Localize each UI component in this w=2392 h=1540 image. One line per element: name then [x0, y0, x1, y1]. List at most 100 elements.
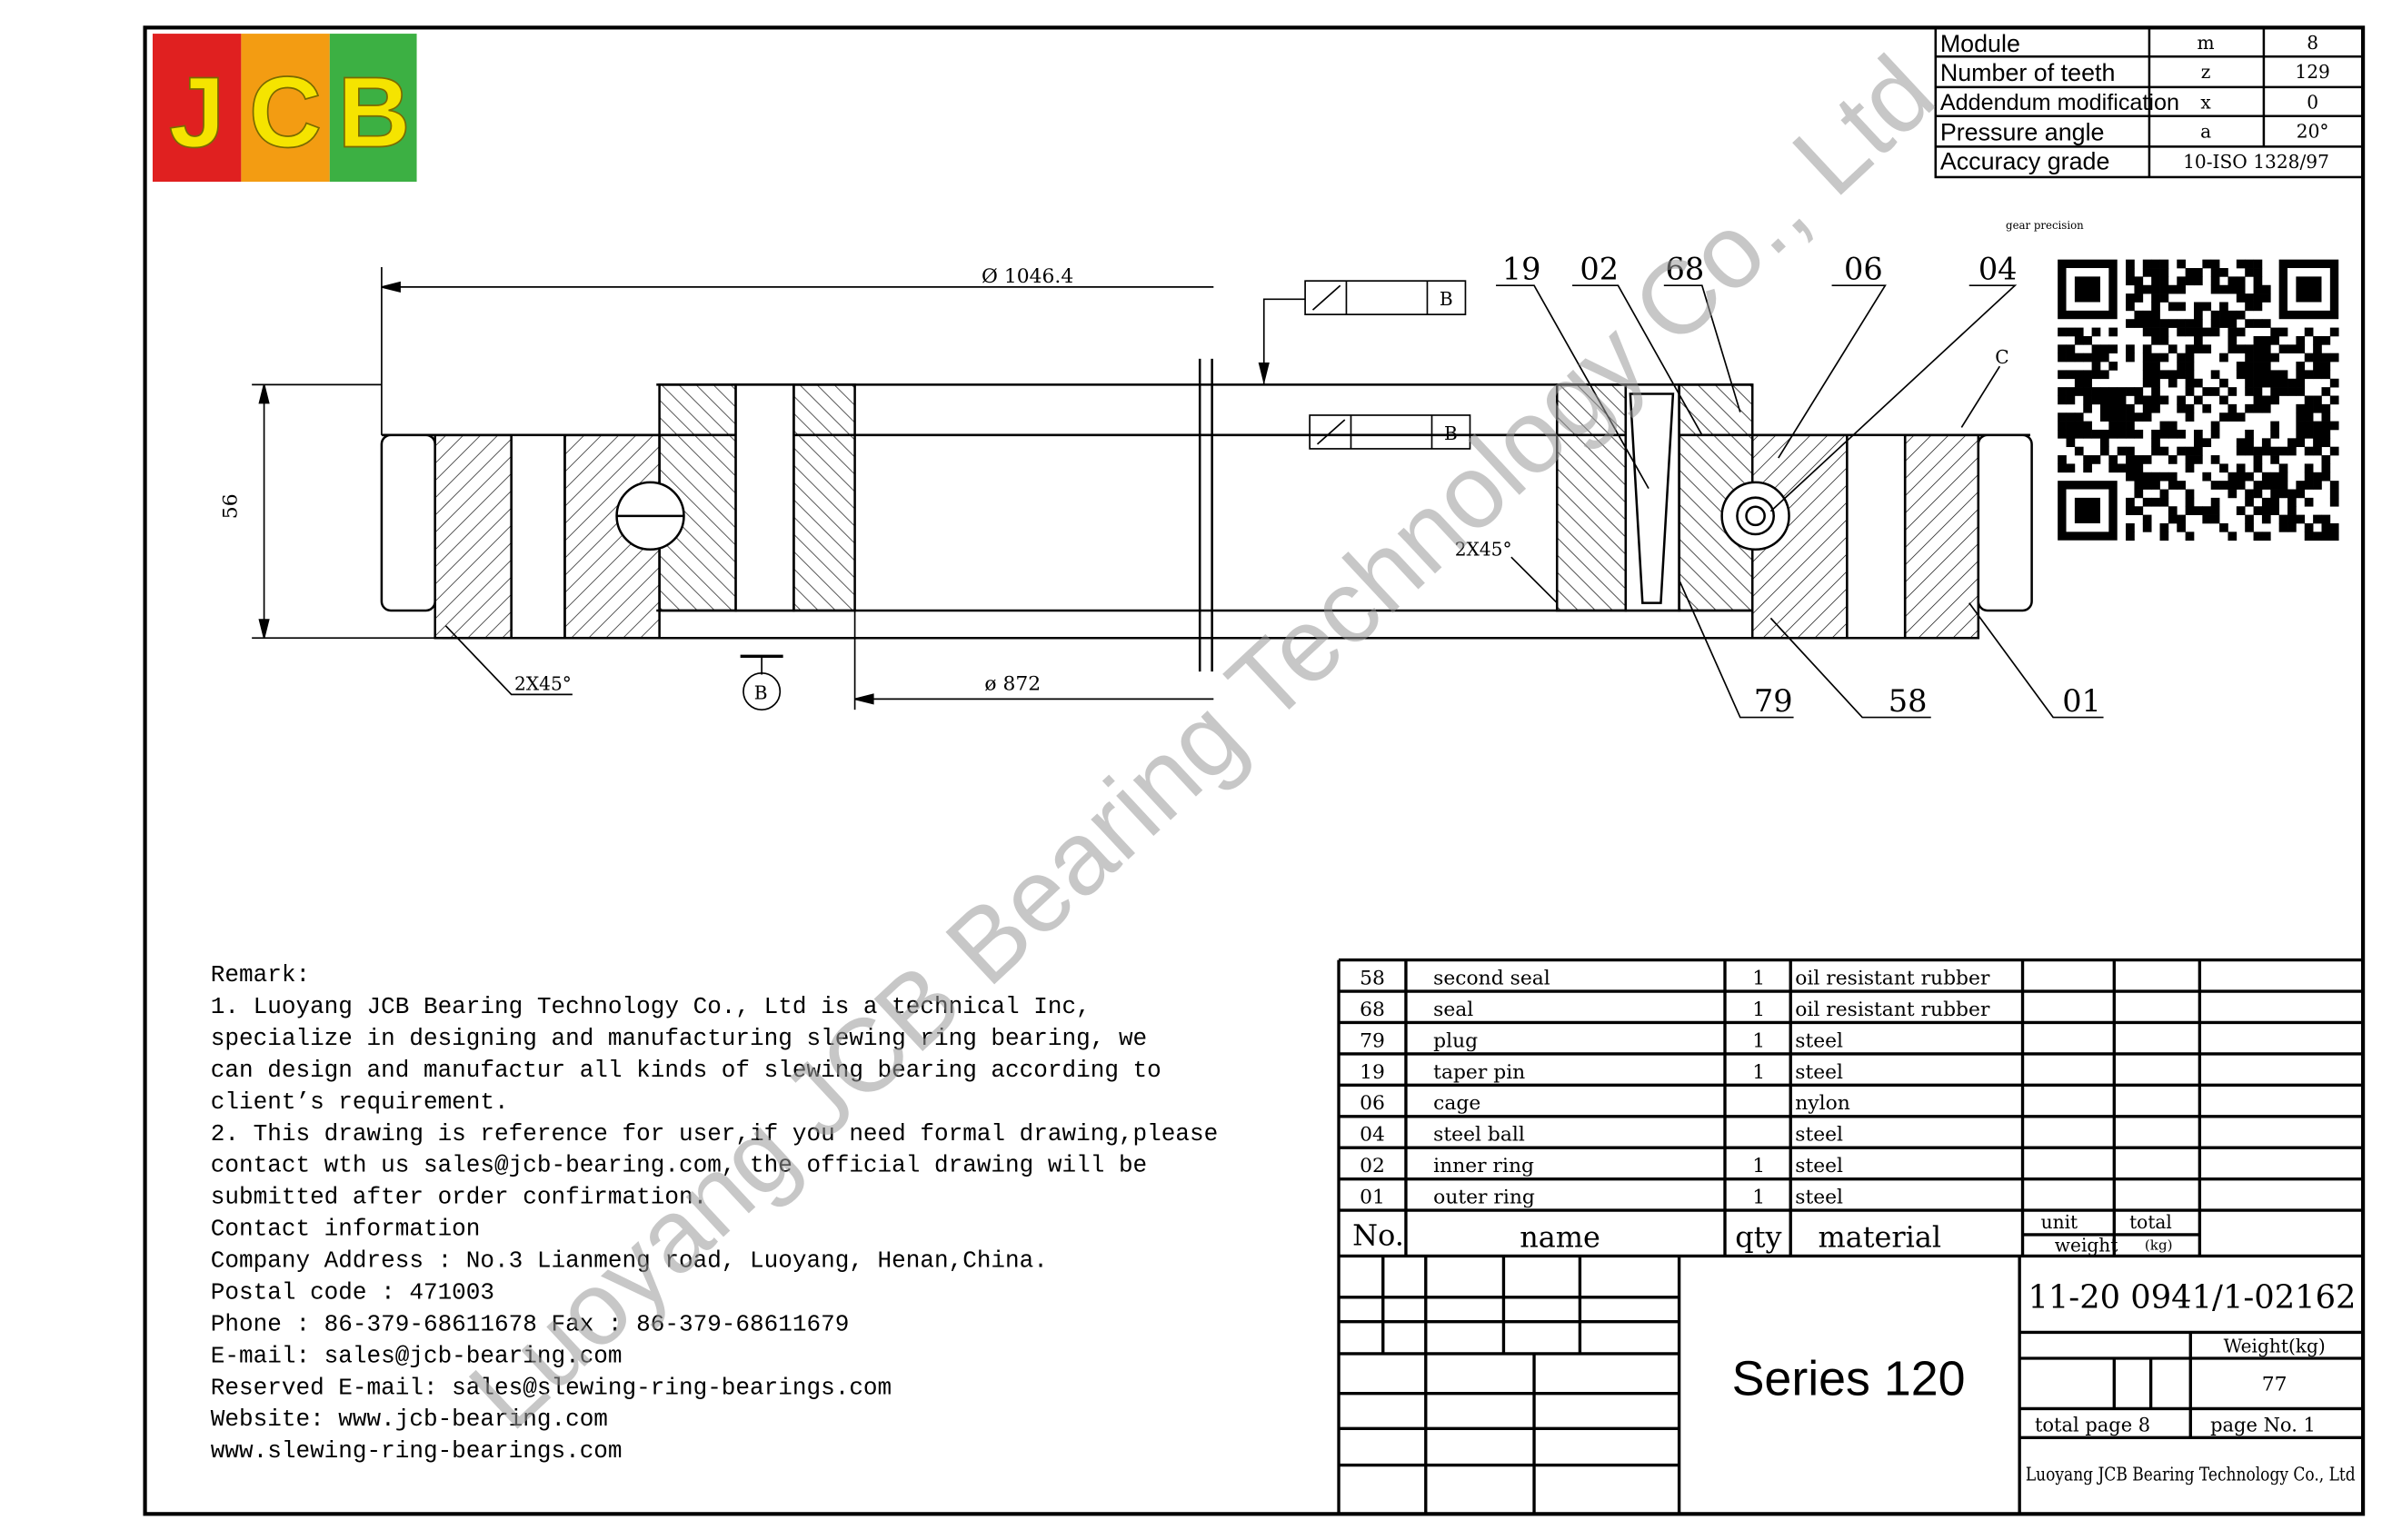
part-name: outer ring [1433, 1187, 1535, 1209]
part-no: 58 [1360, 967, 1385, 989]
part-material: steel [1795, 1187, 1843, 1209]
header-name: name [1520, 1219, 1600, 1254]
company-name: Luoyang JCB Bearing Technology Co., Ltd [2026, 1463, 2356, 1485]
svg-text:B: B [337, 56, 410, 168]
part-material: steel [1795, 1061, 1843, 1084]
part-name: second seal [1433, 967, 1550, 989]
part-qty: 1 [1752, 1155, 1765, 1177]
balloon-68: 68 [1665, 251, 1704, 286]
header-total: total [2129, 1211, 2172, 1233]
part-material: steel [1795, 1029, 1843, 1052]
gear-symbol: z [2201, 61, 2211, 83]
balloon-06: 06 [1844, 251, 1883, 286]
part-name: steel ball [1433, 1124, 1525, 1147]
part-no: 06 [1360, 1092, 1385, 1115]
gear-symbol: a [2200, 120, 2211, 142]
gear-value: 129 [2295, 61, 2329, 83]
part-name: taper pin [1433, 1061, 1525, 1084]
dim-height: 56 [219, 493, 242, 519]
remark-line: www.slewing-ring-bearings.com [211, 1437, 623, 1465]
chamfer-right: 2X45° [1455, 539, 1512, 561]
sheet-border [143, 25, 2366, 1516]
remark-line: Company Address : No.3 Lianmeng road, Lu… [211, 1247, 1048, 1275]
watermark: Luoyang JCB Bearing Technology Co., Ltd [448, 35, 1956, 1451]
gear-value: 20° [2297, 120, 2329, 142]
part-name: plug [1433, 1029, 1478, 1052]
drawing-number: 11-20 0941/1-02162 [2028, 1279, 2356, 1316]
part-qty: 1 [1752, 967, 1765, 989]
page-number: page No. 1 [2210, 1415, 2316, 1436]
part-no: 19 [1360, 1061, 1385, 1084]
header-no: No. [1352, 1218, 1404, 1253]
label-c: C [1995, 346, 2008, 368]
parts-table [1337, 958, 2365, 1515]
part-name: inner ring [1433, 1155, 1534, 1177]
balloon-79: 79 [1754, 683, 1793, 719]
part-no: 02 [1360, 1155, 1385, 1177]
gear-value: 8 [2307, 32, 2318, 54]
gear-label: Pressure angle [1940, 119, 2105, 146]
remark-line: Phone : 86-379-68611678 Fax : 86-379-686… [211, 1310, 850, 1337]
dim-outer-diameter: Ø 1046.4 [982, 265, 1073, 288]
datum-b: B [754, 681, 768, 703]
balloon-01: 01 [2062, 683, 2101, 719]
qr-code [2058, 259, 2339, 541]
part-material: oil resistant rubber [1795, 967, 1990, 989]
remark-line: Website: www.jcb-bearing.com [211, 1406, 608, 1433]
header-kg: (kg) [2145, 1237, 2173, 1254]
header-unit: unit [2041, 1211, 2078, 1233]
svg-text:C: C [249, 56, 322, 168]
remark-line: can design and manufactur all kinds of s… [211, 1057, 1161, 1084]
remark-line: Reserved E-mail: sales@slewing-ring-bear… [211, 1374, 892, 1401]
gear-value: 10-ISO 1328/97 [2183, 151, 2329, 173]
part-material: oil resistant rubber [1795, 999, 1990, 1021]
chamfer-left: 2X45° [514, 672, 572, 694]
part-no: 01 [1360, 1187, 1385, 1209]
part-qty: 1 [1752, 999, 1765, 1021]
tolerance-frame-datum: B [1444, 422, 1458, 444]
gear-parameter-table [1934, 26, 2365, 179]
dim-inner-diameter: ø 872 [984, 672, 1041, 695]
balloon-labels: 19 02 68 06 04 79 58 01 [1502, 251, 2101, 718]
gear-label: Number of teeth [1940, 59, 2116, 86]
part-material: nylon [1795, 1092, 1850, 1115]
part-qty: 1 [1752, 1061, 1765, 1084]
part-material: steel [1795, 1155, 1843, 1177]
dimensions [252, 267, 2104, 719]
tolerance-frame-datum: B [1440, 288, 1453, 310]
gear-value: 0 [2307, 91, 2318, 113]
balloon-04: 04 [1978, 251, 2018, 286]
remark-line: Postal code : 471003 [211, 1278, 494, 1306]
gear-symbol: x [2200, 91, 2211, 113]
part-material: steel [1795, 1124, 1843, 1147]
title-block [1339, 1254, 2364, 1515]
gear-precision-note: gear precision [2006, 219, 2084, 232]
gear-label: Addendum modification [1940, 90, 2179, 115]
part-no: 68 [1360, 999, 1385, 1021]
header-qty: qty [1735, 1219, 1781, 1254]
part-no: 04 [1360, 1124, 1385, 1147]
part-no: 79 [1360, 1029, 1385, 1052]
balloon-02: 02 [1580, 251, 1619, 286]
balloon-58: 58 [1889, 683, 1928, 719]
header-weight: weight [2055, 1234, 2118, 1256]
remark-line: 2. This drawing is reference for user,if… [211, 1120, 1218, 1148]
series-title: Series 120 [1732, 1351, 1966, 1406]
remarks: Remark:1. Luoyang JCB Bearing Technology… [211, 961, 1218, 1465]
jcb-logo: J C B [152, 34, 417, 182]
part-name: cage [1433, 1092, 1480, 1115]
remark-line: submitted after order confirmation. [211, 1184, 707, 1211]
remark-line: E-mail: sales@jcb-bearing.com [211, 1342, 623, 1369]
part-qty: 1 [1752, 1029, 1765, 1052]
header-material: material [1818, 1219, 1941, 1254]
total-page: total page 8 [2035, 1415, 2150, 1436]
gear-table-labels: Module Number of teeth Addendum modifica… [1940, 30, 2179, 174]
remark-line: contact wth us sales@jcb-bearing.com, th… [211, 1152, 1147, 1179]
weight-value: 77 [2262, 1373, 2287, 1396]
remark-line: client’s requirement. [211, 1088, 509, 1116]
part-name: seal [1433, 999, 1473, 1021]
parts-rows: 58 second seal 1 oil resistant rubber 68 seal… [1360, 967, 1990, 1208]
remark-line: Remark: [211, 961, 310, 989]
parts-header: No. name qty material unit total weight … [1352, 1211, 2172, 1256]
